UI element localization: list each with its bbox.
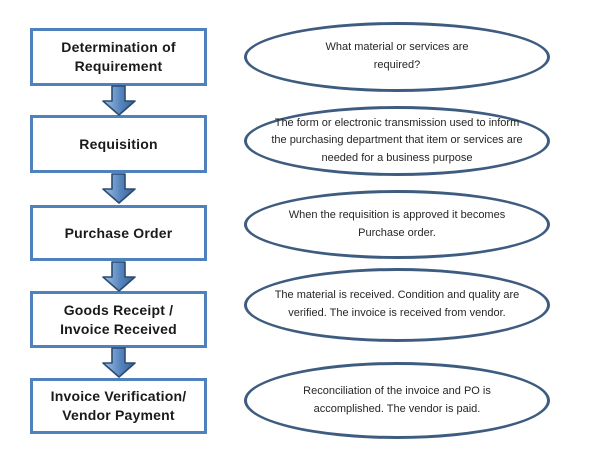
- callout-requisition: The form or electronic transmission used…: [244, 106, 550, 176]
- step-box-goods-receipt-invoice-received: Goods Receipt / Invoice Received: [30, 291, 207, 348]
- callout-determination-of-requirement: What material or services are required?: [244, 22, 550, 92]
- callout-text: The form or electronic transmission used…: [271, 116, 523, 164]
- step-box-determination-of-requirement: Determination of Requirement: [30, 28, 207, 86]
- down-arrow-icon: [102, 261, 136, 292]
- callout-invoice-verification-vendor-payment: Reconciliation of the invoice and PO is …: [244, 362, 550, 439]
- callout-text: When the requisition is approved it beco…: [288, 208, 506, 239]
- step-box-requisition: Requisition: [30, 115, 207, 173]
- callout-text: Reconciliation of the invoice and PO is …: [303, 384, 491, 415]
- step-box-invoice-verification-vendor-payment: Invoice Verification/ Vendor Payment: [30, 378, 207, 434]
- down-arrow-icon: [102, 173, 136, 204]
- callout-text: What material or services are required?: [325, 41, 469, 71]
- step-label: Requisition: [79, 135, 158, 152]
- step-label: Goods Receipt / Invoice Received: [60, 301, 177, 337]
- down-arrow-icon: [102, 347, 136, 378]
- callout-text: The material is received. Condition and …: [274, 289, 520, 319]
- down-arrow-icon: [102, 85, 136, 116]
- step-box-purchase-order: Purchase Order: [30, 205, 207, 261]
- callout-purchase-order: When the requisition is approved it beco…: [244, 190, 550, 259]
- step-label: Determination of Requirement: [61, 39, 176, 74]
- step-label: Purchase Order: [64, 224, 173, 241]
- callout-goods-receipt-invoice-received: The material is received. Condition and …: [244, 268, 550, 342]
- step-label: Invoice Verification/ Vendor Payment: [50, 388, 187, 423]
